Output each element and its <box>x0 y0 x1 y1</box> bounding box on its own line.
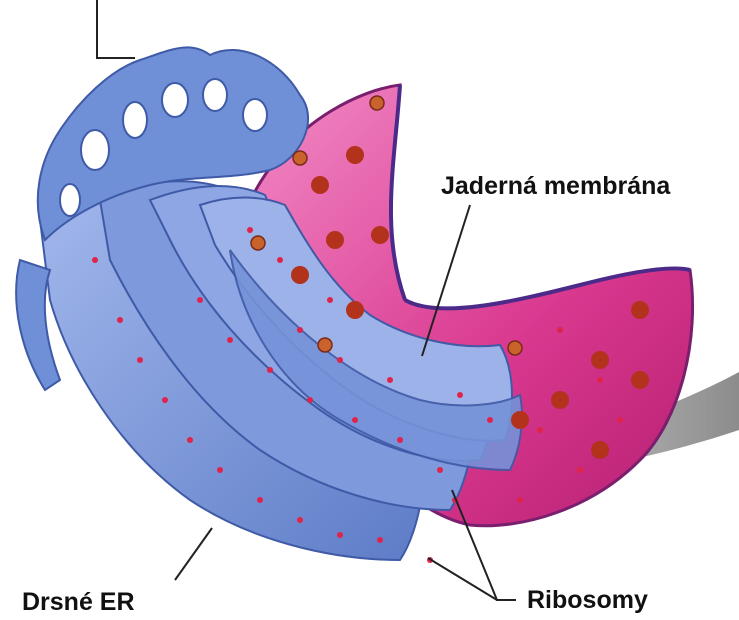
top-left-leader <box>97 0 135 58</box>
rough-er-cisternae <box>40 181 522 560</box>
rough-er-leader <box>175 528 212 580</box>
label-ribosomes: Ribosomy <box>527 586 648 615</box>
label-rough-er: Drsné ER <box>22 588 135 617</box>
label-nuclear-membrane: Jaderná membrána <box>441 172 670 201</box>
ribosomes-leader-2 <box>428 558 497 600</box>
